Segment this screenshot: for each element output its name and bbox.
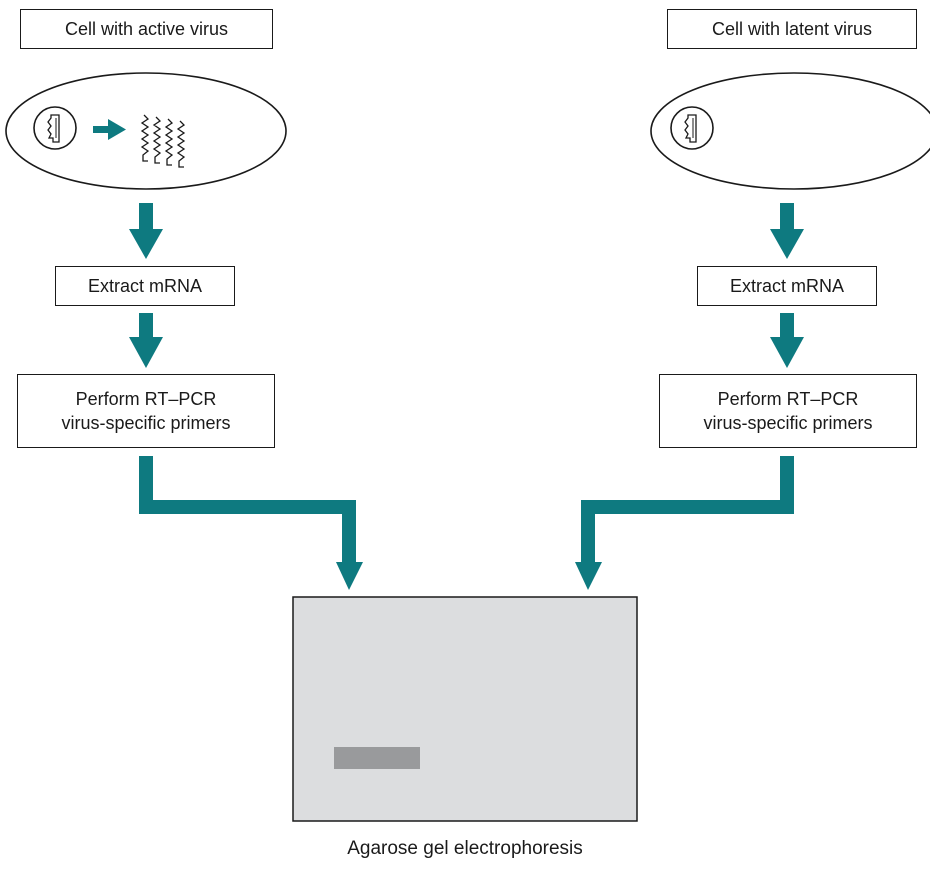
extract-mrna-right-text: Extract mRNA [729,276,844,296]
elbow-arrow-right [575,456,794,590]
rt-pcr-right: Perform RT–PCR virus-specific primers [659,374,917,448]
agarose-gel [292,596,638,822]
rt-pcr-right-line2: virus-specific primers [703,413,873,433]
active-cell [5,72,287,190]
rt-pcr-left: Perform RT–PCR virus-specific primers [17,374,275,448]
label-latent-virus-text: Cell with latent virus [711,19,873,39]
label-active-virus-cell: Cell with active virus [20,9,273,49]
extract-mrna-right: Extract mRNA [697,266,877,306]
rt-pcr-right-line1: Perform RT–PCR [717,389,859,409]
extract-mrna-left-text: Extract mRNA [87,276,202,296]
elbow-arrow-left [139,456,363,590]
arrow-right-1 [770,203,804,259]
extract-mrna-left: Extract mRNA [55,266,235,306]
gel-band-left [334,747,420,769]
transcription-arrow-icon [93,119,126,140]
arrow-left-1 [129,203,163,259]
latent-viral-dna-icon [670,106,714,150]
gel-caption: Agarose gel electrophoresis [347,838,583,859]
label-latent-virus-cell: Cell with latent virus [667,9,917,49]
rt-pcr-left-line1: Perform RT–PCR [75,389,217,409]
viral-dna-icon [33,106,77,150]
arrow-left-2 [129,313,163,368]
latent-cell [650,72,930,190]
arrow-right-2 [770,313,804,368]
label-active-virus-text: Cell with active virus [64,19,229,39]
rt-pcr-left-line2: virus-specific primers [61,413,231,433]
